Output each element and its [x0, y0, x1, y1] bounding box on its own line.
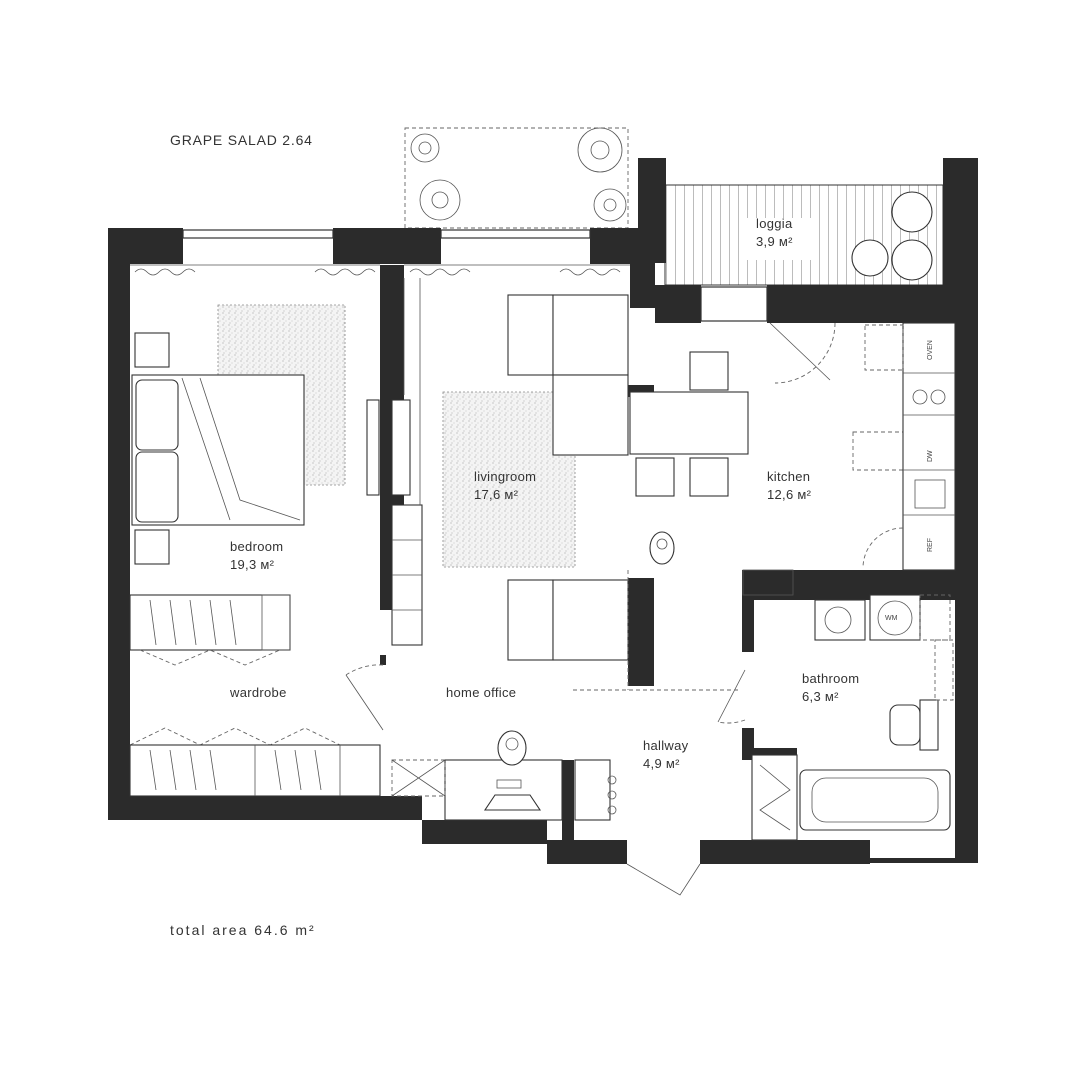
bathroom-area-value: 6,3 м² [802, 689, 839, 704]
livingroom-furniture [442, 294, 629, 661]
hallway-area-value: 4,9 м² [643, 756, 680, 771]
livingroom-area-value: 17,6 м² [474, 487, 519, 502]
dishwasher-label: DW [927, 450, 934, 462]
livingroom-name: livingroom [474, 469, 536, 484]
project-title: GRAPE SALAD 2.64 [170, 132, 313, 148]
refrigerator-label: REF [927, 538, 934, 552]
bedroom-furniture [129, 304, 346, 666]
washing-machine-label: WM [885, 615, 898, 622]
total-area-label: total area 64.6 m² [170, 922, 316, 938]
windows [182, 229, 768, 322]
bedroom-name: bedroom [230, 539, 283, 554]
home-office-furniture [391, 759, 617, 821]
loggia-area-value: 3,9 м² [756, 234, 793, 249]
bathroom-fixtures [742, 569, 954, 841]
planter-box [404, 127, 629, 229]
kitchen-furniture [629, 322, 956, 571]
curtains [130, 264, 630, 276]
bedroom-area-value: 19,3 м² [230, 557, 275, 572]
walls [108, 158, 978, 864]
wardrobe-name: wardrobe [229, 685, 287, 700]
hallway-name: hallway [643, 738, 689, 753]
bathroom-name: bathroom [802, 671, 859, 686]
person-icon [497, 531, 675, 766]
doors [345, 322, 836, 896]
home-office-name: home office [446, 685, 516, 700]
plant-icon [410, 127, 627, 222]
partition-shelving [366, 278, 423, 646]
oven-label: OVEN [927, 340, 934, 360]
loggia-area [664, 184, 944, 286]
wardrobe-furniture [129, 599, 381, 797]
loggia-name: loggia [756, 216, 793, 231]
kitchen-area-value: 12,6 м² [767, 487, 812, 502]
kitchen-name: kitchen [767, 469, 810, 484]
